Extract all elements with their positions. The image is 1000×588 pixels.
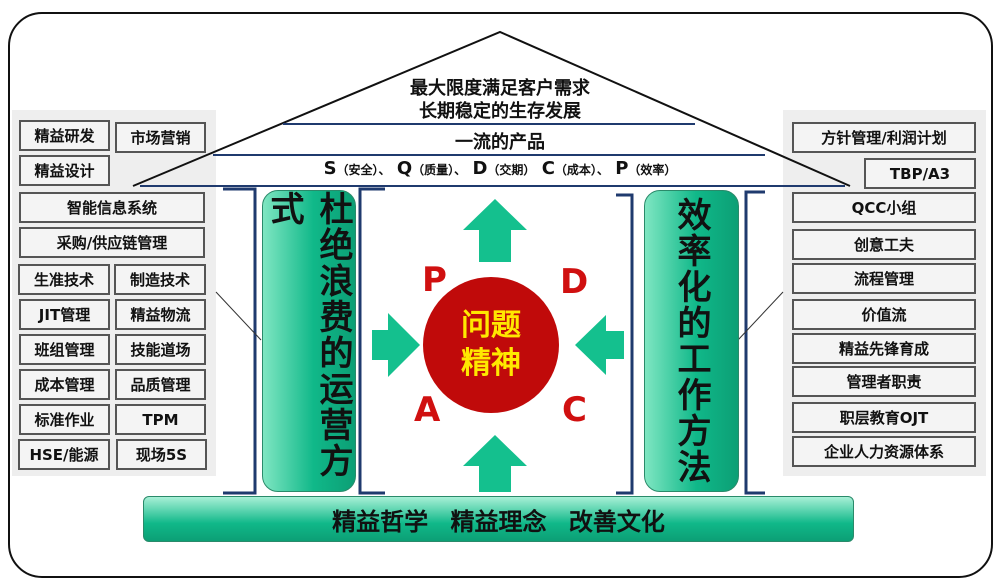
left-item: 技能道场: [115, 334, 206, 365]
bracket: [744, 190, 765, 495]
left-pillar-label: 杜绝浪费的运营方式: [264, 191, 353, 479]
connector-line: [737, 291, 784, 341]
sqdcp-letter: Q: [396, 158, 413, 179]
sqdcp-meaning: （质量）、: [412, 163, 467, 177]
left-item: 标准作业: [19, 404, 110, 435]
circle-line-1: 问题: [461, 308, 521, 343]
bracket: [358, 187, 385, 495]
left-item: 智能信息系统: [19, 192, 205, 223]
left-item: 精益研发: [19, 120, 110, 151]
left-item: 班组管理: [19, 334, 110, 365]
right-pillar-label: 效率化的工作方法: [671, 197, 711, 485]
arrow-left-icon: [575, 315, 624, 375]
sqdcp-letter: D: [472, 158, 488, 179]
right-item: 方针管理/利润计划: [792, 122, 976, 153]
right-item: 流程管理: [792, 263, 976, 294]
right-item: 价值流: [792, 299, 976, 330]
right-item: 企业人力资源体系: [792, 436, 976, 467]
left-item: 制造技术: [114, 264, 206, 295]
problem-spirit-circle: 问题 精神: [423, 277, 559, 413]
left-pillar: 杜绝浪费的运营方式: [262, 190, 356, 492]
right-pillar: 效率化的工作方法: [644, 190, 739, 492]
sqdcp-letter: S: [323, 158, 337, 179]
arrow-up-icon: [463, 199, 527, 262]
circle-line-2: 精神: [461, 346, 521, 381]
sqdcp-meaning: （交期）: [487, 163, 536, 177]
sqdcp-meaning: （成本）、: [554, 163, 609, 177]
pdca-d: D: [560, 262, 589, 302]
left-item: 精益物流: [115, 299, 206, 330]
right-item: 职层教育OJT: [792, 402, 976, 433]
goal-line-1: 最大限度满足客户需求: [410, 78, 590, 99]
left-item: 采购/供应链管理: [19, 227, 205, 258]
sqdcp-line: S（安全）、 Q（质量）、 D（交期） C（成本）、 P（效率）: [200, 158, 800, 179]
left-item: 精益设计: [19, 155, 110, 186]
left-item: 生准技术: [18, 264, 110, 295]
pdca-c: C: [562, 390, 587, 430]
product-label: 一流的产品: [455, 132, 545, 153]
pdca-a: A: [414, 390, 441, 430]
roof-outline: [132, 30, 851, 187]
left-item: TPM: [115, 404, 206, 435]
left-item: HSE/能源: [18, 439, 110, 470]
right-item: QCC小组: [792, 192, 976, 223]
arrow-right-icon: [372, 313, 420, 377]
bracket: [616, 193, 634, 495]
sqdcp-letter: P: [615, 158, 629, 179]
outer-frame: [8, 12, 993, 578]
left-item: JIT管理: [19, 299, 110, 330]
left-item: 现场5S: [116, 439, 207, 470]
sqdcp-meaning: （安全）、: [336, 163, 391, 177]
right-item: TBP/A3: [864, 158, 976, 189]
right-item: 创意工夫: [792, 229, 976, 260]
connector-line: [215, 291, 262, 341]
left-item: 市场营销: [115, 122, 206, 153]
arrow-up-icon: [463, 435, 527, 492]
foundation-bar: 精益哲学 精益理念 改善文化: [143, 496, 854, 542]
sqdcp-meaning: （效率）: [628, 163, 677, 177]
right-item: 管理者职责: [792, 366, 976, 397]
left-item: 品质管理: [115, 369, 206, 400]
sqdcp-letter: C: [541, 158, 555, 179]
bracket: [223, 187, 257, 495]
left-item: 成本管理: [19, 369, 110, 400]
right-item: 精益先锋育成: [792, 333, 976, 364]
goal-line-2: 长期稳定的生存发展: [419, 101, 581, 122]
pdca-p: P: [422, 260, 447, 300]
